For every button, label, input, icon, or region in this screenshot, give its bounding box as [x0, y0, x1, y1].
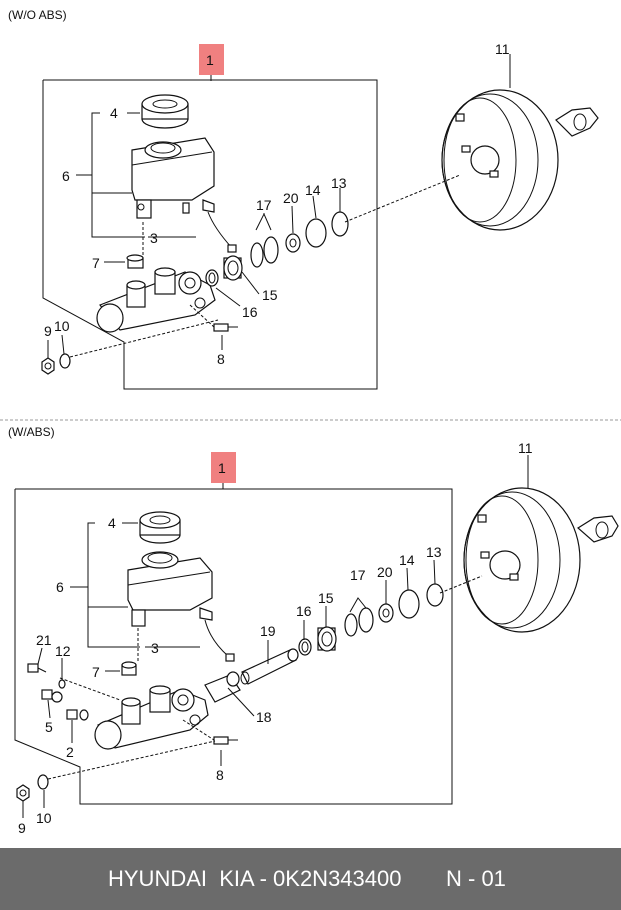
callout-21: 21 — [36, 632, 52, 648]
grommet — [126, 254, 144, 269]
piston-seals — [205, 255, 243, 287]
bolt — [213, 736, 238, 745]
callout-8: 8 — [216, 767, 224, 783]
variant-label: (W/ABS) — [8, 425, 55, 439]
master-cylinder — [96, 267, 216, 333]
callout-8: 8 — [217, 351, 225, 367]
callout-3: 3 — [150, 230, 158, 246]
callout-10: 10 — [54, 318, 70, 334]
callout-4: 4 — [110, 105, 118, 121]
callout-16: 16 — [242, 304, 258, 320]
callout-17: 17 — [256, 197, 272, 213]
assembly-outline — [14, 488, 453, 805]
callout-11: 11 — [495, 41, 510, 57]
callout-5: 5 — [45, 719, 53, 735]
assembly-number: 1 — [206, 52, 214, 68]
footer-part-number: HYUNDAI KIA - 0K2N343400 — [108, 866, 402, 891]
part-numbers: 4 6 3 21 12 7 5 2 9 10 8 18 19 16 15 17 … — [18, 440, 533, 836]
bolt — [213, 323, 238, 332]
callout-2: 2 — [66, 744, 74, 760]
reservoir — [127, 551, 235, 662]
callout-10: 10 — [36, 810, 52, 826]
callout-3: 3 — [151, 640, 159, 656]
assembly-badge — [211, 452, 236, 483]
grommet — [121, 661, 137, 676]
section-with-abs: (W/ABS) 1 — [8, 425, 619, 836]
section-without-abs: (W/O ABS) 1 — [8, 8, 599, 390]
callout-11: 11 — [518, 440, 533, 456]
callout-13: 13 — [331, 175, 347, 191]
assembly-number: 1 — [218, 460, 226, 476]
callout-12: 12 — [55, 643, 71, 659]
callout-18: 18 — [256, 709, 272, 725]
brake-booster — [441, 89, 599, 231]
callout-7: 7 — [92, 255, 100, 271]
callout-9: 9 — [44, 323, 52, 339]
callout-16: 16 — [296, 603, 312, 619]
nut-washer — [41, 353, 71, 375]
variant-label: (W/O ABS) — [8, 8, 67, 22]
callout-20: 20 — [377, 564, 393, 580]
o-rings — [344, 583, 444, 637]
callout-13: 13 — [426, 544, 442, 560]
o-rings — [250, 211, 349, 268]
callout-15: 15 — [262, 287, 278, 303]
callout-4: 4 — [108, 515, 116, 531]
part-numbers: 4 6 3 7 9 10 8 16 15 17 20 14 13 11 — [44, 41, 510, 367]
brake-booster — [463, 487, 619, 633]
callout-14: 14 — [305, 182, 321, 198]
piston-seals — [298, 626, 337, 656]
leader-lines — [22, 455, 529, 818]
assembly-outline — [42, 79, 378, 390]
footer-page-code: N - 01 — [446, 866, 506, 891]
reservoir-cap — [139, 511, 181, 544]
callout-15: 15 — [318, 590, 334, 606]
reservoir — [131, 137, 237, 253]
callout-6: 6 — [62, 168, 70, 184]
callout-14: 14 — [399, 552, 415, 568]
leader-lines — [47, 54, 511, 358]
callout-17: 17 — [350, 567, 366, 583]
callout-6: 6 — [56, 579, 64, 595]
piston-assembly — [204, 648, 299, 703]
footer-bar: HYUNDAI KIA - 0K2N343400 N - 01 — [0, 848, 621, 910]
callout-19: 19 — [260, 623, 276, 639]
fittings — [27, 663, 89, 721]
nut-washer — [16, 774, 49, 802]
callout-9: 9 — [18, 820, 26, 836]
reservoir-cap — [141, 94, 189, 129]
callout-7: 7 — [92, 664, 100, 680]
callout-20: 20 — [283, 190, 299, 206]
assembly-badge — [199, 44, 224, 75]
master-cylinder — [94, 685, 209, 750]
